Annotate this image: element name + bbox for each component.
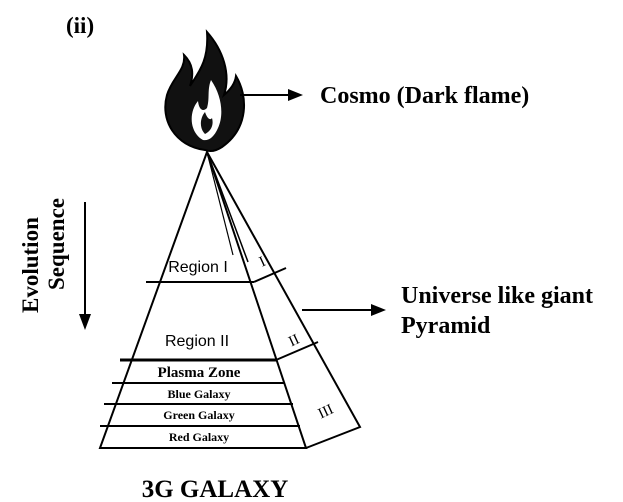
- evolution-down-arrow: [79, 202, 91, 330]
- region-one-label: Region I: [168, 259, 228, 276]
- flame-label: Cosmo (Dark flame): [320, 83, 529, 109]
- pyramid-label-line2: Pyramid: [401, 313, 491, 339]
- side-label-two: II: [286, 331, 302, 350]
- flame-label-arrow: [240, 89, 303, 101]
- figure-label: (ii): [66, 13, 94, 38]
- pyramid-label-line1: Universe like giant: [401, 283, 593, 309]
- plasma-zone-label: Plasma Zone: [158, 365, 241, 381]
- pyramid: [98, 148, 362, 449]
- region-two-label: Region II: [165, 333, 229, 350]
- blue-galaxy-label: Blue Galaxy: [167, 387, 230, 401]
- sequence-label: Sequence: [44, 198, 69, 290]
- pyramid-label-arrow: [302, 304, 386, 316]
- green-galaxy-label: Green Galaxy: [163, 408, 234, 422]
- side-label-three: III: [316, 401, 336, 422]
- evolution-label: Evolution: [18, 217, 43, 313]
- red-galaxy-label: Red Galaxy: [169, 430, 229, 444]
- dark-flame-icon: [164, 29, 246, 152]
- side-label-one: I: [257, 254, 268, 271]
- caption-title: 3G GALAXY: [142, 476, 289, 502]
